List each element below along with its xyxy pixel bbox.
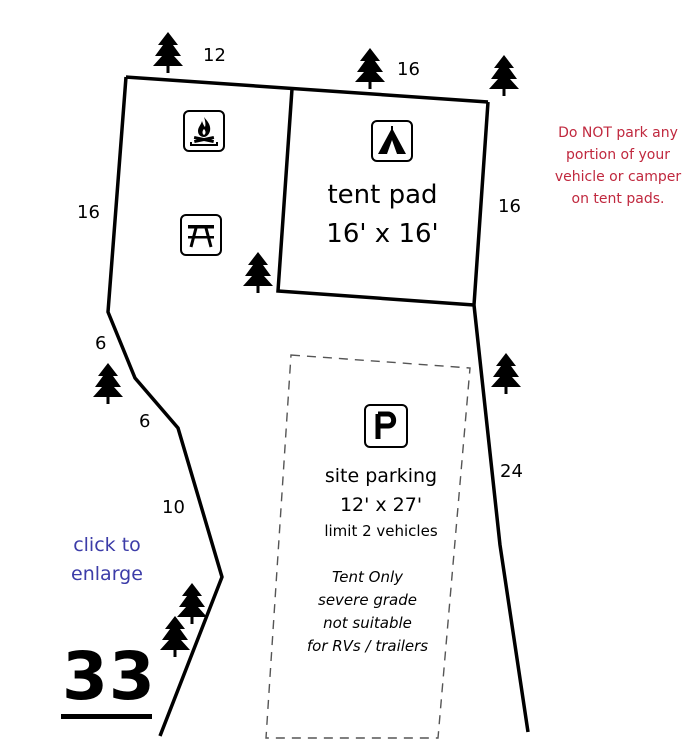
tent-pad-title: tent pad xyxy=(327,180,438,210)
tent-icon xyxy=(371,120,413,162)
warning-line: Do NOT park any xyxy=(558,125,678,141)
dim-top-left: 12 xyxy=(203,45,226,66)
tree-icon xyxy=(355,48,385,89)
restriction-note: Tent Only severe grade not suitable for … xyxy=(290,566,445,658)
tree-icon xyxy=(160,616,190,657)
dim-left-b: 6 xyxy=(139,411,151,432)
tree-icon xyxy=(243,252,273,293)
restriction-line: for RVs / trailers xyxy=(306,637,429,655)
dim-right-lower: 24 xyxy=(500,461,523,482)
site-number-underline xyxy=(61,714,152,719)
dim-left-c: 10 xyxy=(162,497,185,518)
tree-icon xyxy=(177,583,207,624)
tree-icon xyxy=(489,55,519,96)
site-number: 33 xyxy=(62,638,156,715)
click-to-enlarge-link[interactable]: click to enlarge xyxy=(58,531,156,589)
site-boundary-left xyxy=(106,76,224,737)
parking-size: 12' x 27' xyxy=(339,494,423,516)
picnic-table-icon xyxy=(180,214,222,256)
parking-icon xyxy=(364,404,408,448)
tree-icon xyxy=(153,32,183,73)
tent-pad-size: 16' x 16' xyxy=(326,219,439,249)
tent-pad-outline xyxy=(276,88,475,307)
warning-line: portion of your xyxy=(566,147,670,163)
site-boundary-top xyxy=(125,75,489,104)
dim-left-a: 6 xyxy=(95,333,107,354)
parking-area-outline xyxy=(265,354,471,739)
campfire-icon xyxy=(183,110,225,152)
dim-left-upper: 16 xyxy=(77,202,100,223)
link-line[interactable]: click to xyxy=(73,534,141,556)
site-boundary-right xyxy=(472,101,530,733)
restriction-line: not suitable xyxy=(323,614,412,632)
restriction-line: Tent Only xyxy=(331,568,404,586)
link-line[interactable]: enlarge xyxy=(71,563,143,585)
dim-right-upper: 16 xyxy=(498,196,521,217)
parking-limit: limit 2 vehicles xyxy=(324,522,438,540)
warning-line: on tent pads. xyxy=(571,191,665,207)
tree-icon xyxy=(491,353,521,394)
parking-warning-notice: Do NOT park any portion of your vehicle … xyxy=(548,122,688,210)
tree-icon xyxy=(93,363,123,404)
warning-line: vehicle or camper xyxy=(554,169,682,185)
dim-top-right: 16 xyxy=(397,59,420,80)
parking-title: site parking xyxy=(324,465,438,487)
restriction-line: severe grade xyxy=(318,591,417,609)
